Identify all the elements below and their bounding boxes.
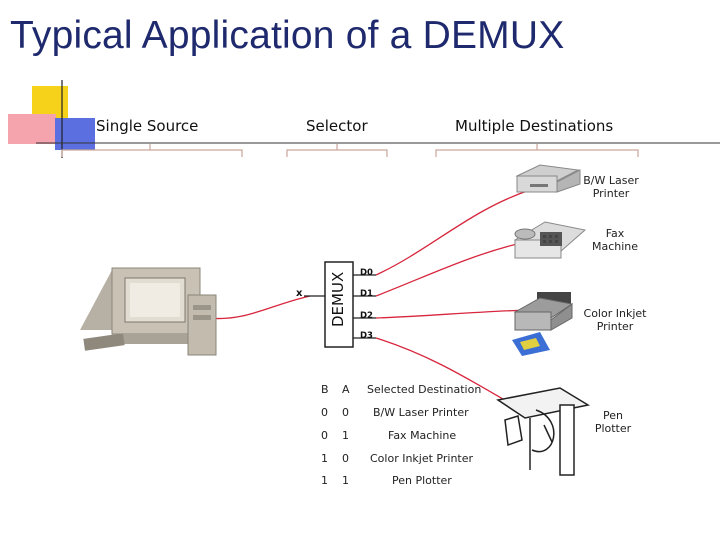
computer-icon xyxy=(80,267,217,356)
device-label-inkjet-printer: Color Inkjet Printer xyxy=(576,307,654,333)
page-title: Typical Application of a DEMUX xyxy=(10,14,565,57)
demux-output-d2: D2 xyxy=(360,311,373,321)
device-label-line: Color Inkjet xyxy=(583,307,647,320)
device-label-laser-printer: B/W Laser Printer xyxy=(578,174,644,200)
column-brackets xyxy=(61,144,639,157)
table-cell-destination: Fax Machine xyxy=(388,429,457,442)
laser-printer-icon xyxy=(515,164,581,193)
inkjet-printer-icon xyxy=(512,292,574,356)
table-cell-b: 1 xyxy=(321,474,328,487)
device-label-line: Pen xyxy=(603,409,623,422)
table-header-destination: Selected Destination xyxy=(367,383,482,396)
cable-d2 xyxy=(375,309,529,319)
table-cell-b: 0 xyxy=(321,429,328,442)
demux-label: DEMUX xyxy=(329,271,347,327)
cable-source xyxy=(207,295,311,320)
cable-d0 xyxy=(375,189,531,276)
table-header-b: B xyxy=(321,383,329,396)
table-cell-a: 0 xyxy=(342,452,349,465)
bracket-source xyxy=(61,149,243,157)
table-cell-destination: B/W Laser Printer xyxy=(373,406,469,419)
bracket-selector xyxy=(286,149,388,157)
table-cell-destination: Pen Plotter xyxy=(392,474,452,487)
device-label-pen-plotter: Pen Plotter xyxy=(588,409,638,435)
table-cell-b: 0 xyxy=(321,406,328,419)
demux-output-d0: D0 xyxy=(360,268,373,278)
cables xyxy=(207,189,531,403)
cable-d1 xyxy=(375,241,526,297)
device-label-line: Plotter xyxy=(594,422,632,435)
device-label-line: B/W Laser xyxy=(583,174,639,187)
pen-plotter-icon xyxy=(496,387,591,476)
table-header-a: A xyxy=(342,383,350,396)
table-cell-a: 0 xyxy=(342,406,349,419)
demux-block xyxy=(304,261,376,348)
table-cell-a: 1 xyxy=(342,474,349,487)
device-label-line: Printer xyxy=(592,187,630,200)
demux-output-d1: D1 xyxy=(360,289,373,299)
fax-machine-icon xyxy=(513,221,587,259)
demux-input-label: x xyxy=(296,288,303,299)
device-label-fax-machine: Fax Machine xyxy=(580,227,650,253)
column-header-selector: Selector xyxy=(306,117,368,135)
column-header-destinations: Multiple Destinations xyxy=(455,117,614,135)
accent-blue-square xyxy=(55,118,95,150)
table-cell-a: 1 xyxy=(342,429,349,442)
device-label-line: Printer xyxy=(596,320,634,333)
accent-pink-rect xyxy=(8,114,56,144)
table-cell-destination: Color Inkjet Printer xyxy=(370,452,474,465)
demux-output-d3: D3 xyxy=(360,331,373,341)
column-header-source: Single Source xyxy=(96,117,199,135)
table-cell-b: 1 xyxy=(321,452,328,465)
bracket-destinations xyxy=(435,149,639,157)
device-label-line: Machine xyxy=(591,240,639,253)
device-label-line: Fax xyxy=(605,227,625,240)
cable-d3 xyxy=(375,337,509,403)
